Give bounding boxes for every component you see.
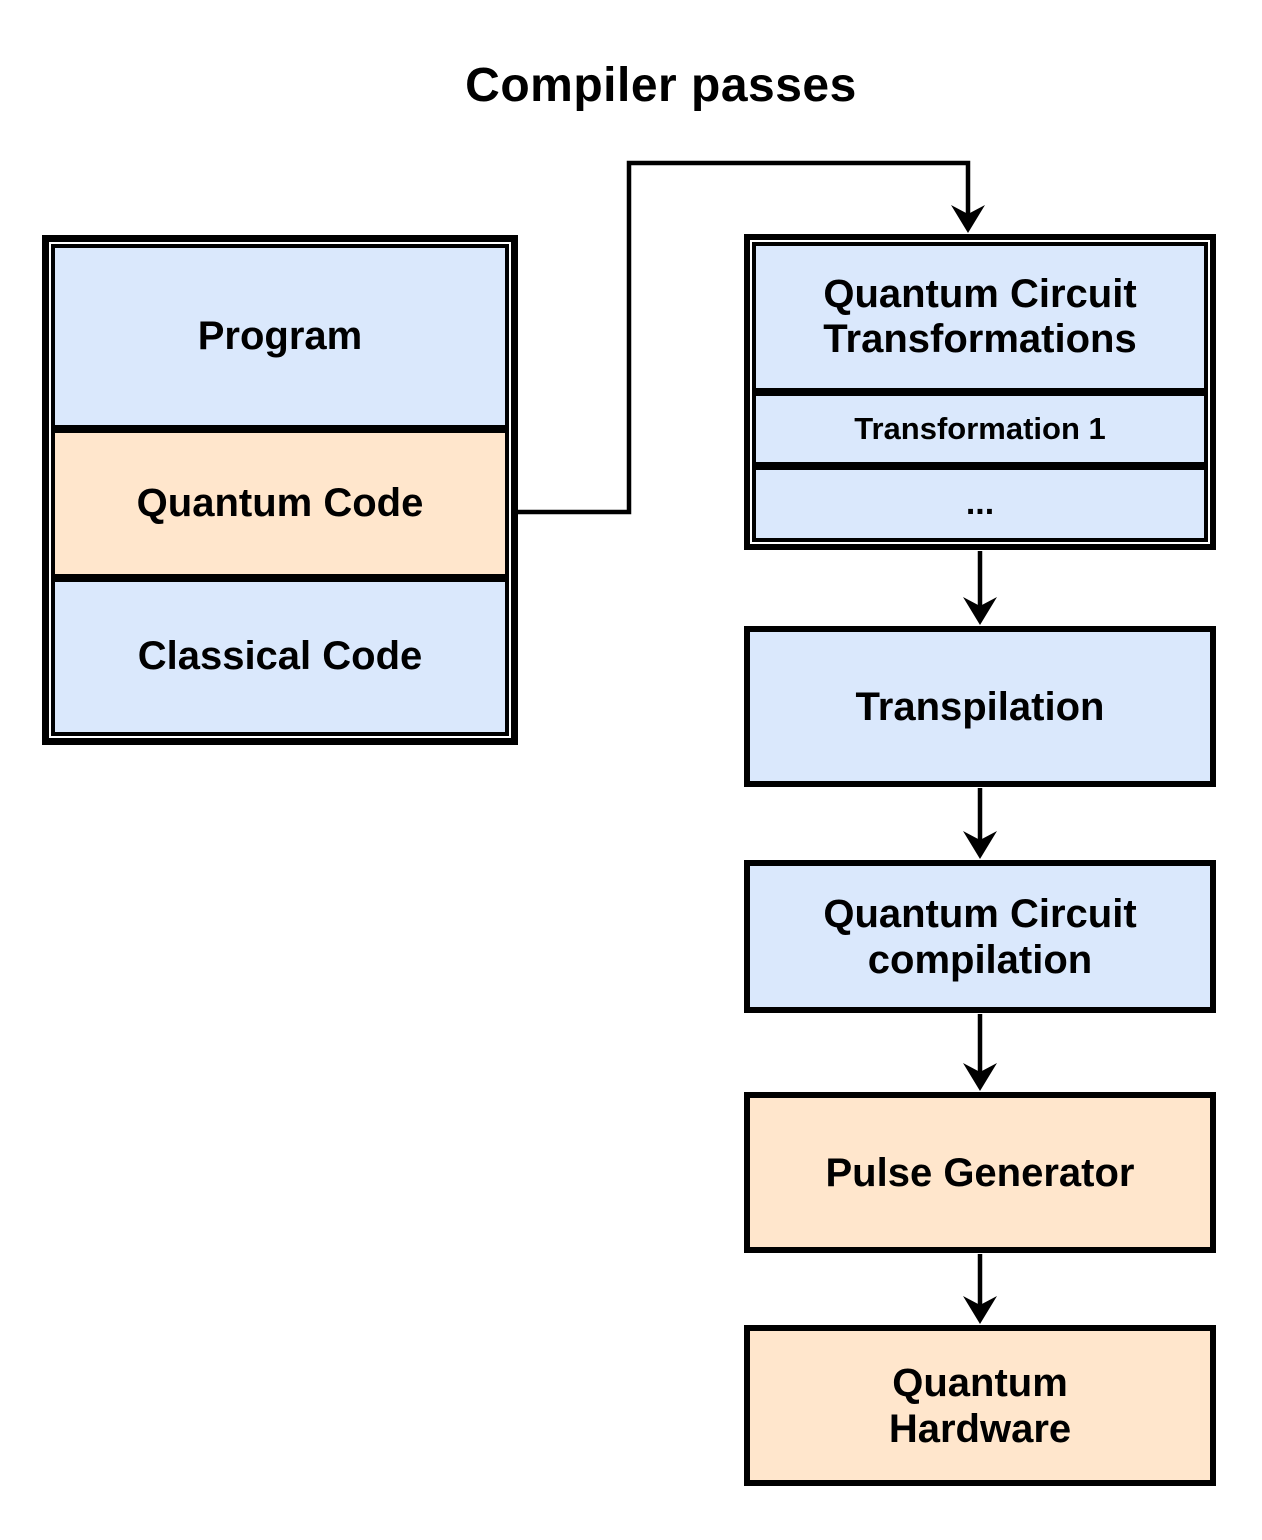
program-box: Program xyxy=(51,244,509,429)
quantum-circuit-transformations-box: Quantum Circuit Transformations Transfor… xyxy=(744,234,1216,550)
pulse-generator-label: Pulse Generator xyxy=(825,1150,1135,1195)
quantum-code-box: Quantum Code xyxy=(51,428,509,578)
program-stack-container: Program Quantum Code Classical Code xyxy=(42,235,518,745)
quantum-circuit-transformations-header: Quantum Circuit Transformations xyxy=(752,242,1208,392)
pulse-generator-box: Pulse Generator xyxy=(744,1092,1216,1253)
diagram-title: Compiler passes xyxy=(465,59,857,112)
transpilation-label: Transpilation xyxy=(855,684,1105,729)
quantum-circuit-transformations-label: Quantum Circuit Transformations xyxy=(823,271,1137,361)
quantum-code-label: Quantum Code xyxy=(136,480,424,525)
classical-code-label: Classical Code xyxy=(137,634,423,679)
transpilation-box: Transpilation xyxy=(744,626,1216,787)
transformation-ellipsis-row: ... xyxy=(752,465,1208,542)
quantum-circuit-compilation-label: Quantum Circuit compilation xyxy=(823,891,1137,982)
classical-code-box: Classical Code xyxy=(51,577,509,736)
quantum-circuit-compilation-box: Quantum Circuit compilation xyxy=(744,860,1216,1013)
program-label: Program xyxy=(197,313,363,358)
arrow-transpilation-to-compilation xyxy=(963,788,997,859)
arrow-compilation-to-pulse-generator xyxy=(963,1014,997,1091)
transformation-1-row: Transformation 1 xyxy=(752,391,1208,466)
quantum-hardware-label: Quantum Hardware xyxy=(888,1360,1072,1451)
transformation-1-label: Transformation 1 xyxy=(854,410,1106,446)
quantum-hardware-box: Quantum Hardware xyxy=(744,1325,1216,1486)
arrow-pulse-generator-to-hardware xyxy=(963,1254,997,1324)
arrow-transformations-to-transpilation xyxy=(963,551,997,625)
transformation-ellipsis-label: ... xyxy=(965,484,995,523)
